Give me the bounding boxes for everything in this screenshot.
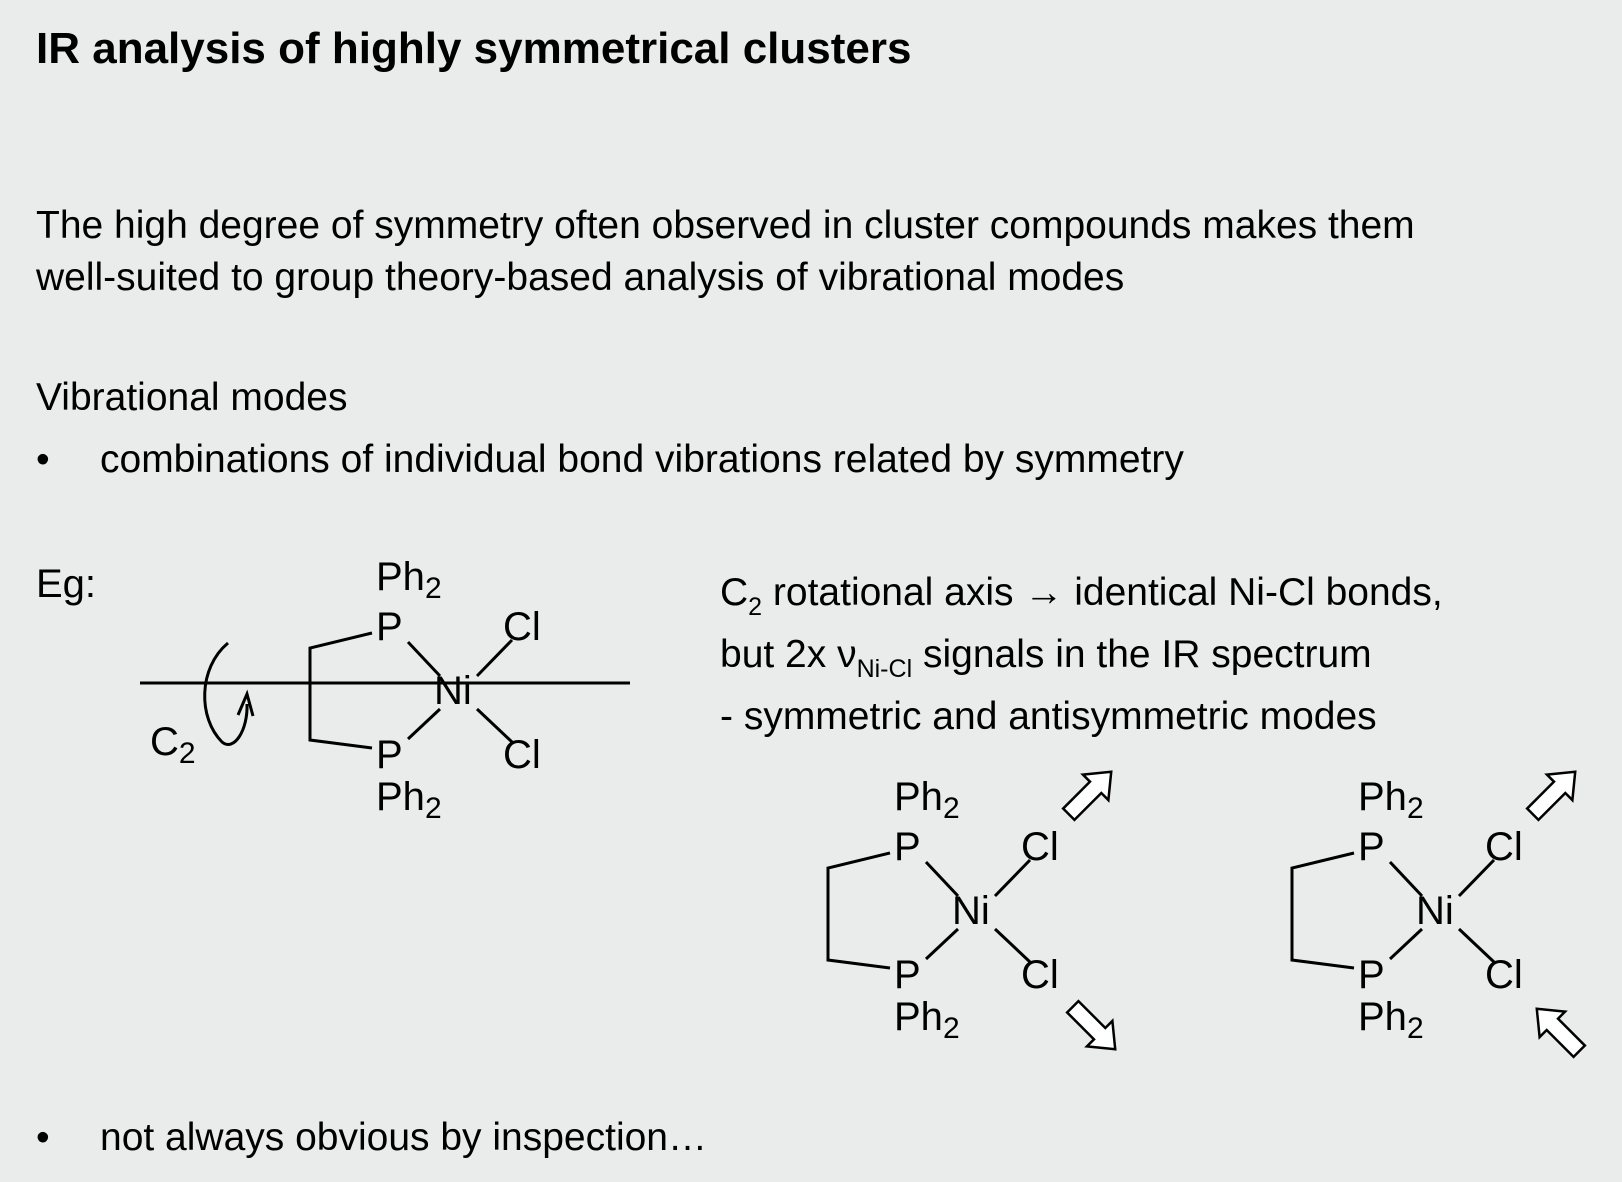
ph2-bottom-label: Ph2	[894, 995, 960, 1045]
description-line-3: - symmetric and antisymmetric modes	[720, 695, 1377, 738]
p-bottom-label: P	[894, 953, 921, 997]
slide-title: IR analysis of highly symmetrical cluste…	[36, 24, 912, 73]
cl-top-label: Cl	[1485, 825, 1523, 869]
description-line-1-text: rotational axis → identical Ni-Cl bonds,	[762, 571, 1443, 614]
ni-label: Ni	[952, 889, 990, 933]
description-line-2: but 2x νNi-Cl signals in the IR spectrum	[720, 624, 1443, 686]
ph2-top-label: Ph2	[376, 555, 442, 605]
arrow-inward-bottom-antisym	[1535, 1007, 1587, 1059]
bond-p-ni-top	[406, 640, 442, 678]
ph2-top-label: Ph2	[894, 775, 960, 825]
section-heading: Vibrational modes	[36, 376, 348, 419]
bond-ni-cl-bottom	[475, 707, 514, 744]
bullet-dot: •	[36, 1116, 50, 1159]
intro-paragraph: The high degree of symmetry often observ…	[36, 200, 1415, 304]
ni-label: Ni	[1416, 889, 1454, 933]
rotation-arrow	[203, 641, 249, 746]
c2-subscript: 2	[748, 593, 763, 621]
bullet-text: combinations of individual bond vibratio…	[100, 438, 1184, 481]
molecule-1-labels: Ph2 P Ni Cl P Cl Ph2 C2	[150, 555, 541, 825]
backbone-top	[308, 631, 373, 683]
bullet-dot: •	[36, 438, 50, 481]
p-top-label: P	[376, 605, 403, 649]
ph2-top-label: Ph2	[1358, 775, 1424, 825]
symmetry-description: C2 rotational axis → identical Ni-Cl bon…	[720, 562, 1443, 748]
p-top-label: P	[1358, 825, 1385, 869]
ni-label: Ni	[434, 669, 472, 713]
p-bottom-label: P	[1358, 953, 1385, 997]
ph2-bottom-label: Ph2	[376, 775, 442, 825]
cl-top-label: Cl	[503, 605, 541, 649]
description-line-2-rest: signals in the IR spectrum	[912, 633, 1372, 676]
c2-letter: C	[720, 571, 749, 614]
molecule-with-c2-axis	[140, 631, 630, 750]
bond-p-ni-bottom	[406, 707, 442, 741]
arrow-outward-top-antisym	[1525, 770, 1577, 822]
arrow-outward-top-sym	[1061, 770, 1113, 822]
cl-bottom-label: Cl	[1485, 953, 1523, 997]
intro-line-1: The high degree of symmetry often observ…	[36, 204, 1415, 247]
rotation-arrowhead	[236, 689, 255, 717]
cl-bottom-label: Cl	[1021, 953, 1059, 997]
backbone-bottom	[308, 683, 373, 750]
description-line-2-text: but 2x ν	[720, 633, 857, 676]
arrow-outward-bottom-sym	[1065, 999, 1117, 1051]
p-top-label: P	[894, 825, 921, 869]
p-bottom-label: P	[376, 733, 403, 777]
bond-ni-cl-top	[475, 638, 514, 678]
cl-top-label: Cl	[1021, 825, 1059, 869]
molecule-antisymmetric-mode: Ph2 P Ni Cl P Cl Ph2	[1290, 775, 1523, 1045]
ph2-bottom-label: Ph2	[1358, 995, 1424, 1045]
c2-axis-label: C2	[150, 720, 196, 770]
nicl-subscript: Ni-Cl	[856, 655, 913, 683]
cl-bottom-label: Cl	[503, 733, 541, 777]
molecule-symmetric-mode: Ph2 P Ni Cl P Cl Ph2	[826, 775, 1059, 1045]
bullet-text: not always obvious by inspection…	[100, 1116, 707, 1159]
description-line-1: C2 rotational axis → identical Ni-Cl bon…	[720, 562, 1443, 624]
example-label: Eg:	[36, 562, 97, 606]
intro-line-2: well-suited to group theory-based analys…	[36, 256, 1125, 299]
